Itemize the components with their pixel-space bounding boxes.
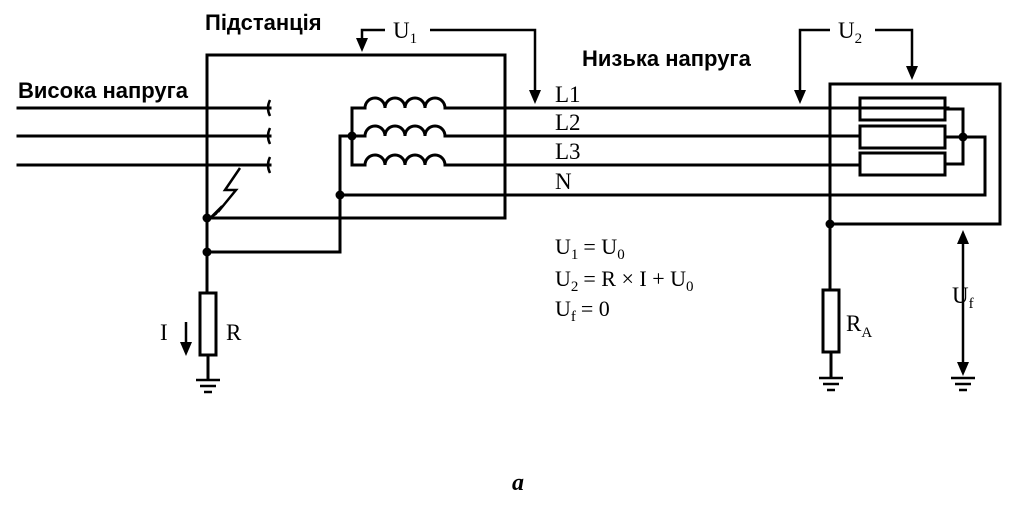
r-label: R — [226, 320, 242, 345]
high-voltage-label: Висока напруга — [18, 78, 189, 103]
transformer-windings — [338, 96, 457, 197]
equation-2: U2= R × I + U0 — [555, 266, 694, 295]
equation-1: U1= U0 — [555, 234, 625, 263]
line-label-l1: L1 — [555, 82, 581, 107]
ra-sub: A — [861, 325, 872, 341]
u2-arrow — [794, 28, 918, 104]
line-label-l2: L2 — [555, 110, 581, 135]
ground-icon — [196, 378, 220, 394]
resistor-r — [198, 291, 218, 357]
u2-sub: 2 — [855, 31, 863, 47]
u2-main: U — [838, 18, 855, 43]
uf-arrow — [951, 230, 975, 392]
low-voltage-lines — [335, 106, 987, 200]
equation-3: Uf= 0 — [555, 296, 610, 325]
u1-sub: 1 — [410, 31, 418, 47]
consumer-loads — [858, 96, 987, 197]
i-label: I — [160, 320, 168, 345]
line-label-n: N — [555, 169, 572, 194]
u1-arrow — [356, 28, 541, 104]
fault-arrow-icon — [209, 205, 223, 219]
u1-label: U1 — [393, 18, 417, 47]
resistor-ra — [821, 288, 841, 354]
ra-main: R — [846, 311, 862, 336]
substation-grounding — [180, 193, 342, 394]
line-label-l3: L3 — [555, 139, 581, 164]
high-voltage-lines — [16, 99, 272, 174]
uf-main: U — [952, 283, 969, 308]
consumer-box — [828, 82, 1002, 226]
ra-label: RA — [846, 311, 872, 341]
consumer-grounding — [819, 193, 843, 392]
uf-sub: f — [969, 296, 974, 312]
u2-label: U2 — [838, 18, 862, 47]
uf-label: Uf — [952, 283, 974, 312]
fault-lightning-icon — [217, 167, 242, 213]
low-voltage-label: Низька напруга — [582, 46, 752, 71]
equations: U1= U0 U2= R × I + U0 Uf= 0 — [555, 234, 694, 325]
substation-label: Підстанція — [205, 10, 322, 35]
ground-icon — [819, 376, 843, 392]
u1-main: U — [393, 18, 410, 43]
ground-icon — [951, 376, 975, 392]
figure-caption: а — [512, 470, 524, 496]
